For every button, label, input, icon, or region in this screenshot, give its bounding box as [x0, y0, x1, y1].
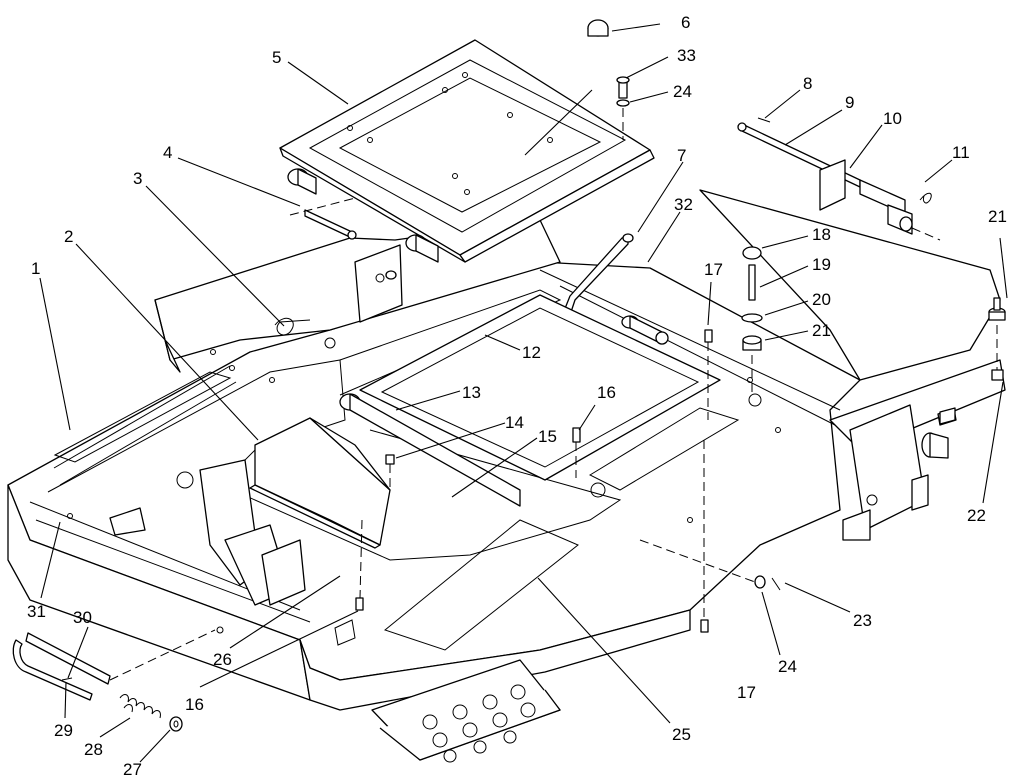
callout-3: 3 [133, 169, 142, 188]
callout-33: 33 [677, 46, 696, 65]
callout-26: 26 [213, 650, 232, 669]
callout-21-center: 21 [812, 321, 831, 340]
callout-11: 11 [952, 143, 970, 162]
callout-24-bottom: 24 [778, 657, 797, 676]
callout-32: 32 [674, 195, 693, 214]
callout-5: 5 [272, 48, 281, 67]
callout-6: 6 [681, 13, 690, 32]
callout-13: 13 [462, 383, 481, 402]
shield [249, 417, 391, 549]
callout-22: 22 [967, 506, 986, 525]
callout-31: 31 [27, 602, 46, 621]
callout-16-bottom: 16 [185, 695, 204, 714]
step-pad [371, 659, 561, 763]
callout-7: 7 [677, 146, 686, 165]
seat-hardware [587, 19, 630, 140]
callout-16-top: 16 [597, 383, 616, 402]
callout-23: 23 [853, 611, 872, 630]
callout-29: 29 [54, 721, 73, 740]
callout-30: 30 [73, 608, 92, 627]
callout-2: 2 [64, 227, 73, 246]
callout-12: 12 [522, 343, 541, 362]
callout-14: 14 [505, 413, 524, 432]
callout-8: 8 [803, 74, 812, 93]
center-pan [339, 294, 721, 507]
rear-frame-extension [154, 149, 1006, 541]
callout-9: 9 [845, 93, 854, 112]
callout-17-top: 17 [704, 260, 723, 279]
callout-1: 1 [31, 259, 40, 278]
callout-24-top: 24 [673, 82, 692, 101]
callout-21-right: 21 [988, 207, 1007, 226]
latch-rod-assembly [737, 117, 941, 241]
callout-27: 27 [123, 760, 142, 779]
pivot-pin [304, 209, 357, 240]
callout-28: 28 [84, 740, 103, 759]
lower-brackets [109, 459, 356, 646]
callout-10: 10 [883, 109, 902, 128]
callout-25: 25 [672, 725, 691, 744]
callout-18: 18 [812, 225, 831, 244]
callout-15: 15 [538, 427, 557, 446]
callout-19: 19 [812, 255, 831, 274]
leader-lines [39, 23, 1008, 763]
callout-20: 20 [812, 290, 831, 309]
callout-labels: 1 2 3 4 5 6 33 24 8 9 10 11 7 32 18 17 1… [27, 13, 1007, 779]
callout-4: 4 [163, 143, 172, 162]
main-frame [7, 261, 861, 711]
callout-17-bottom: 17 [737, 683, 756, 702]
hardware [12, 246, 1006, 732]
seat-plate [279, 39, 655, 263]
